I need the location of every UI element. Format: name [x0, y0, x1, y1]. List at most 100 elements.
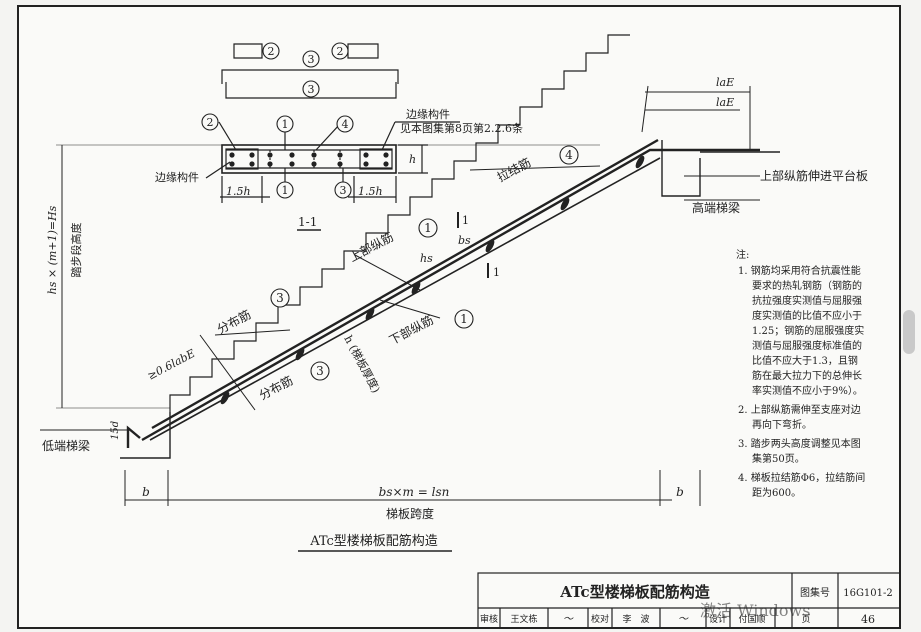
notes-block: 注: 1. 钢筋均采用符合抗震性能 要求的热轧钢筋（钢筋的 抗拉强度实测值与屈服… [736, 248, 865, 499]
titleblock-title: ATc型楼梯板配筋构造 [559, 583, 709, 601]
note-line: 集第50页。 [752, 452, 805, 465]
distribution-bar-dots [220, 155, 645, 405]
low-beam-outline [120, 412, 171, 459]
tie-circle: 4 [565, 148, 573, 162]
upper-circle: 1 [424, 221, 432, 235]
height-formula: hs × (m+1)=Hs [46, 205, 59, 294]
stair-steps [169, 34, 630, 412]
note-line: 距为600。 [752, 487, 801, 499]
bs-label: bs [458, 234, 471, 247]
reviewer-signature: ～ [563, 614, 574, 625]
bar-shape-2-left [233, 43, 263, 59]
atlas-number: 16G101-2 [843, 588, 893, 599]
section-texts: 边缘构件 见本图集第8页第2.2.6条 边缘构件 1.5h 1.5h h 1-1 [155, 107, 523, 229]
check-label: 校对 [591, 613, 609, 625]
upper-longitudinal-bar [141, 148, 760, 442]
design-label: 设计 [709, 613, 727, 625]
section-mark-bot: 1 [493, 266, 500, 279]
edge-member-left-label: 边缘构件 [155, 170, 199, 184]
note-line: 4. 梯板拉结筋Φ6，拉结筋间 [738, 471, 865, 484]
height-label: 踏步段高度 [69, 223, 83, 278]
note-line: 2. 上部纵筋需伸至支座对边 [738, 403, 861, 416]
hook-label: 15d [110, 421, 121, 440]
circle-2-top-right: 2 [337, 45, 344, 58]
section-circles [201, 42, 354, 199]
circle-3-mid: 3 [308, 83, 315, 96]
bar-shape-3a [221, 69, 399, 84]
bar-shape-3b [225, 82, 397, 99]
tie-lines [269, 150, 341, 168]
atlas-label: 图集号 [800, 586, 830, 599]
note-line: 3. 踏步两头高度调整见本图 [738, 437, 861, 450]
windows-watermark: 激活 Windows [700, 601, 810, 620]
leader-edge-left [205, 161, 231, 179]
section-title: 1-1 [298, 215, 317, 229]
dim-b-right: b [676, 485, 684, 499]
note-line: 比值不应大于1.3，且钢 [752, 354, 858, 367]
dist-leader-a [199, 334, 256, 411]
drawing-caption: ATc型楼梯板配筋构造 [309, 533, 438, 549]
reviewer-name: 王文栋 [510, 613, 537, 625]
notes-heading: 注: [736, 248, 749, 261]
circle-2-section: 2 [207, 116, 214, 129]
dim-span: bs×m = lsn [379, 485, 450, 499]
section-mark-top: 1 [462, 214, 469, 227]
note-line: 要求的热轧钢筋（钢筋的 [752, 279, 862, 292]
title-block [477, 572, 901, 629]
circle-3-top: 3 [308, 53, 315, 66]
dim-1-5h-left: 1.5h [226, 185, 251, 198]
note-line: 再向下弯折。 [752, 418, 812, 431]
lae-label-2: laE [716, 96, 734, 109]
edge-stirrup-left [225, 148, 259, 170]
upper-into-slab-label: 上部纵筋伸进平台板 [760, 168, 868, 183]
edge-member-ref: 见本图集第8页第2.2.6条 [400, 121, 523, 135]
dim-b-left: b [142, 485, 150, 499]
dist-circle-top: 3 [276, 291, 284, 305]
note-line: 度实测值的比值不应小于 [752, 309, 862, 322]
circle-3-section: 3 [340, 184, 347, 197]
circle-2-top: 2 [268, 45, 275, 58]
note-line: 筋在最大拉力下的总伸长 [752, 369, 862, 382]
dist-leader-b [214, 329, 291, 336]
lower-leader [379, 299, 441, 319]
scrollbar-thumb[interactable] [903, 310, 915, 354]
edge-member-label: 边缘构件 [406, 107, 450, 121]
note-line: 1.25；钢筋的屈服强度实 [752, 324, 864, 337]
designer-name: 付国顺 [738, 614, 765, 625]
low-beam-label: 低端梯梁 [42, 438, 90, 453]
circle-1-section-bot: 1 [282, 184, 289, 197]
section-circle-labels: 2 2 3 3 2 1 4 1 3 [207, 45, 349, 197]
high-beam-outline [661, 140, 701, 197]
upper-leader [354, 254, 421, 291]
leader-4 [315, 123, 341, 151]
note-line: 抗拉强度实测值与屈服强 [752, 294, 862, 307]
lae-label-1: laE [716, 76, 734, 89]
hs-label: hs [420, 252, 433, 265]
edge-stirrup-right [359, 148, 393, 170]
title-block-texts: ATc型楼梯板配筋构造 图集号 16G101-2 审核 王文栋 ～ 校对 李 波… [480, 583, 893, 626]
circle-1-section-top: 1 [282, 118, 289, 131]
lower-circle: 1 [460, 312, 468, 326]
page-number: 46 [861, 613, 875, 626]
dist-circle-bot: 3 [316, 364, 324, 378]
stair-elevation [40, 34, 780, 506]
page-label: 页 [801, 614, 810, 625]
note-line: 率实测值不应小于9%）。 [752, 384, 863, 397]
span-label: 梯板跨度 [386, 506, 434, 521]
section-1-1 [205, 43, 460, 231]
lae-ext-left [641, 85, 649, 133]
tie-leader [469, 165, 601, 171]
circle-4-section: 4 [342, 118, 349, 131]
review-label: 审核 [480, 613, 498, 625]
leader-2 [218, 121, 237, 151]
slab-soffit [149, 157, 661, 441]
checker-name: 李 波 [622, 613, 649, 625]
section-bar-dots [229, 152, 389, 167]
dim-h-label: h [409, 153, 416, 166]
note-line: 1. 钢筋均采用符合抗震性能 [738, 264, 861, 277]
elevation-circles [270, 145, 579, 381]
leader-edge-diag [381, 121, 396, 151]
high-beam-label: 高端梯梁 [692, 200, 740, 215]
dim-1-5h-right: 1.5h [358, 185, 383, 198]
